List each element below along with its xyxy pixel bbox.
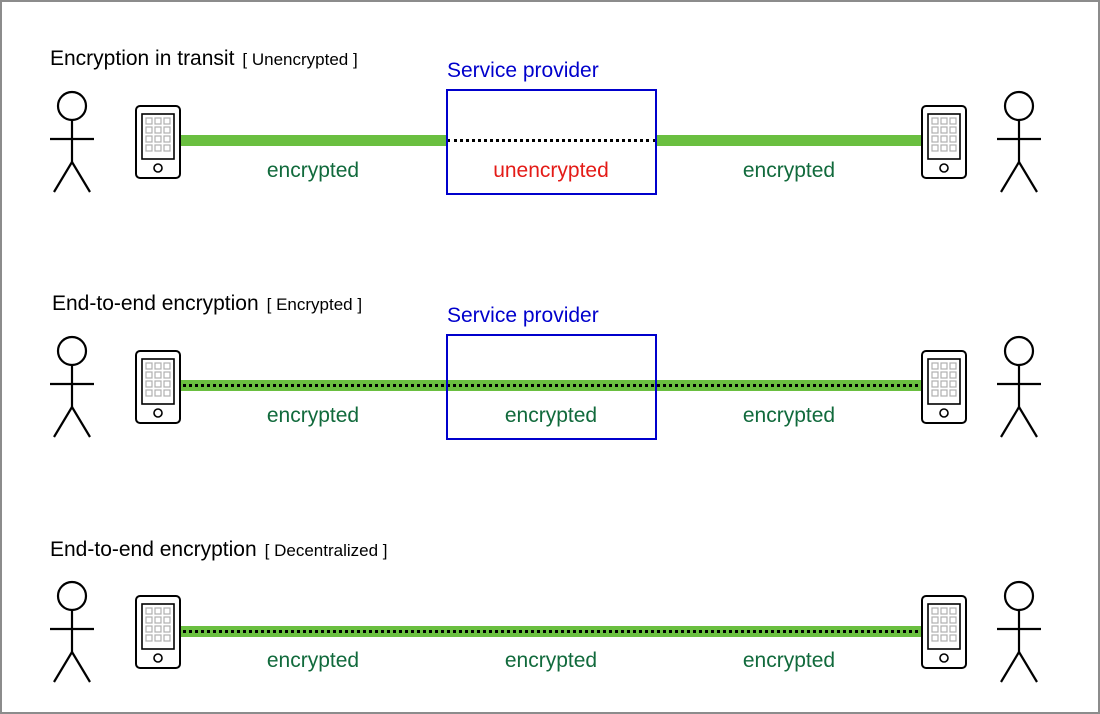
row1-recipient-smartphone-icon (921, 105, 967, 179)
row2-provider-box (446, 334, 657, 440)
row1-recipient-person-icon (997, 90, 1041, 193)
row3-channel-dots (178, 630, 924, 633)
row2-sender-smartphone-icon (135, 350, 181, 424)
row1-title-text: Encryption in transit (50, 47, 235, 70)
row2-channel-dots (178, 384, 924, 387)
row3-title: End-to-end encryption [ Decentralized ] (50, 539, 387, 560)
row1-channel-middle-dots (447, 139, 656, 142)
row1-provider-label: Service provider (447, 59, 599, 82)
row3-title-text: End-to-end encryption (50, 538, 257, 561)
row2-title-text: End-to-end encryption (52, 292, 259, 315)
row2-tag: [ Encrypted ] (266, 295, 363, 314)
row3-tag: [ Decentralized ] (264, 541, 388, 560)
row2-segment-right-label: encrypted (742, 404, 836, 427)
row1-segment-middle-label: unencrypted (493, 159, 609, 182)
row3-sender-person-icon (50, 580, 94, 683)
row3-segment-left-label: encrypted (266, 649, 360, 672)
row2-segment-left-label: encrypted (266, 404, 360, 427)
row3-segment-right-label: encrypted (742, 649, 836, 672)
row3-recipient-person-icon (997, 580, 1041, 683)
row3-recipient-smartphone-icon (921, 595, 967, 669)
row2-segment-middle-label: encrypted (504, 404, 598, 427)
row2-recipient-person-icon (997, 335, 1041, 438)
row1-sender-smartphone-icon (135, 105, 181, 179)
row1-title: Encryption in transit [ Unencrypted ] (50, 48, 358, 69)
row2-recipient-smartphone-icon (921, 350, 967, 424)
row2-sender-person-icon (50, 335, 94, 438)
row1-channel-right (656, 135, 924, 146)
row1-segment-right-label: encrypted (742, 159, 836, 182)
row1-channel-left (178, 135, 447, 146)
row3-sender-smartphone-icon (135, 595, 181, 669)
row1-tag: [ Unencrypted ] (242, 50, 358, 69)
row3-segment-middle-label: encrypted (504, 649, 598, 672)
row1-provider-box (446, 89, 657, 195)
row1-segment-left-label: encrypted (266, 159, 360, 182)
row2-provider-label: Service provider (447, 304, 599, 327)
row2-title: End-to-end encryption [ Encrypted ] (52, 293, 362, 314)
row1-sender-person-icon (50, 90, 94, 193)
